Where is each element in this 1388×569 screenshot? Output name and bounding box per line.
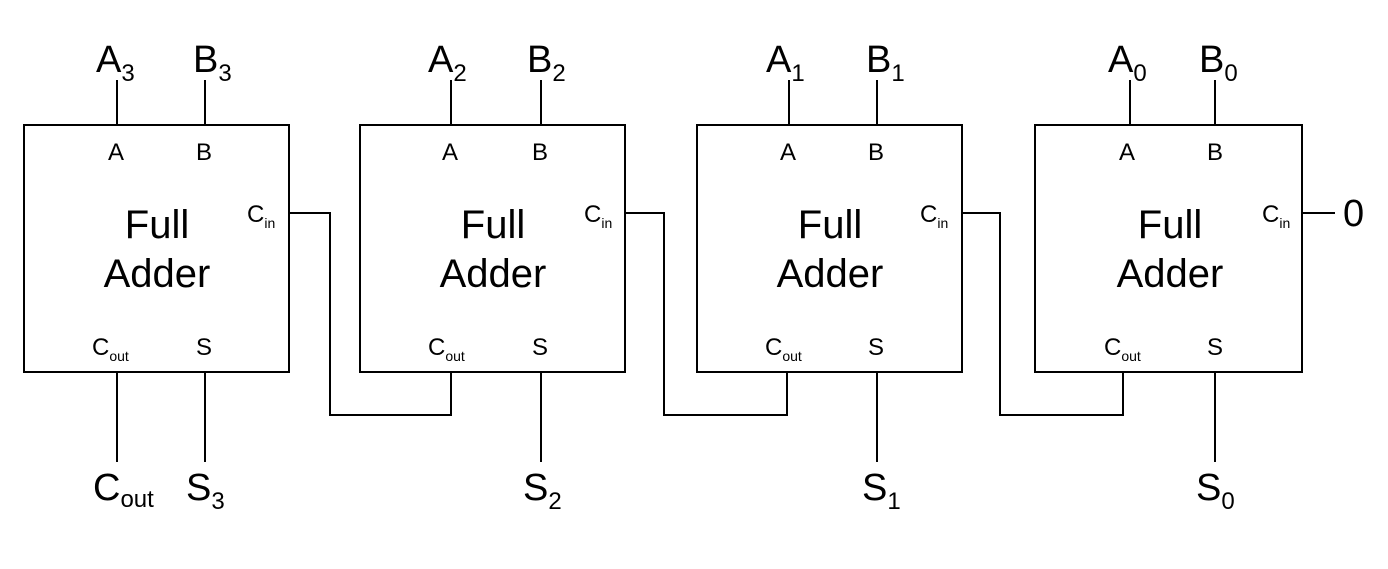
adder-title-line2: Adder [104, 252, 211, 296]
pin-cin-label: Cin [1262, 201, 1290, 231]
output-s-label: S3 [186, 467, 225, 515]
full-adder-3: A3 B3 A B Cin Full Adder Cout S Cout S3 [23, 39, 290, 515]
input-a-label: A2 [428, 39, 467, 87]
pin-cin-label: Cin [247, 201, 275, 231]
pin-s-label: S [868, 334, 884, 361]
pin-s-label: S [1207, 334, 1223, 361]
pin-a-label: A [780, 139, 796, 166]
adder-box [1034, 124, 1303, 373]
output-s-label: S0 [1196, 467, 1235, 515]
pin-b-label: B [868, 139, 884, 166]
full-adder-2: A2 B2 A B Cin Full Adder Cout S S2 [359, 39, 626, 515]
output-cout-label: Cout [93, 467, 154, 513]
adder-title-line2: Adder [440, 252, 547, 296]
input-b-label: B1 [866, 39, 905, 87]
pin-s-label: S [196, 334, 212, 361]
carry-wire-2-to-3 [289, 212, 452, 416]
adder-box [696, 124, 963, 373]
pin-cout-label: Cout [92, 334, 129, 364]
input-b-label: B2 [527, 39, 566, 87]
output-s-label: S1 [862, 467, 901, 515]
input-b-label: B0 [1199, 39, 1238, 87]
carry-wire-0-to-1 [962, 212, 1124, 416]
carry-in-value: 0 [1343, 193, 1364, 235]
adder-title-line1: Full [461, 203, 525, 247]
pin-s-label: S [532, 334, 548, 361]
pin-a-label: A [108, 139, 124, 166]
pin-cout-label: Cout [765, 334, 802, 364]
pin-cout-label: Cout [1104, 334, 1141, 364]
output-s-label: S2 [523, 467, 562, 515]
pin-cout-label: Cout [428, 334, 465, 364]
adder-title-line2: Adder [1117, 252, 1224, 296]
pin-b-label: B [1207, 139, 1223, 166]
pin-cin-label: Cin [584, 201, 612, 231]
adder-box [359, 124, 626, 373]
adder-title-line1: Full [125, 203, 189, 247]
adder-title-line1: Full [1138, 203, 1202, 247]
input-b-label: B3 [193, 39, 232, 87]
input-a-label: A0 [1108, 39, 1147, 87]
carry-wire-1-to-2 [625, 212, 788, 416]
input-a-label: A1 [766, 39, 805, 87]
full-adder-1: A1 B1 A B Cin Full Adder Cout S S1 [696, 39, 963, 515]
pin-cin-label: Cin [920, 201, 948, 231]
pin-b-label: B [532, 139, 548, 166]
pin-a-label: A [1119, 139, 1135, 166]
input-a-label: A3 [96, 39, 135, 87]
adder-box [23, 124, 290, 373]
pin-a-label: A [442, 139, 458, 166]
adder-title-line1: Full [798, 203, 862, 247]
full-adder-0: A0 B0 A B Cin Full Adder Cout S 0 S0 [1034, 39, 1364, 515]
adder-title-line2: Adder [777, 252, 884, 296]
pin-b-label: B [196, 139, 212, 166]
